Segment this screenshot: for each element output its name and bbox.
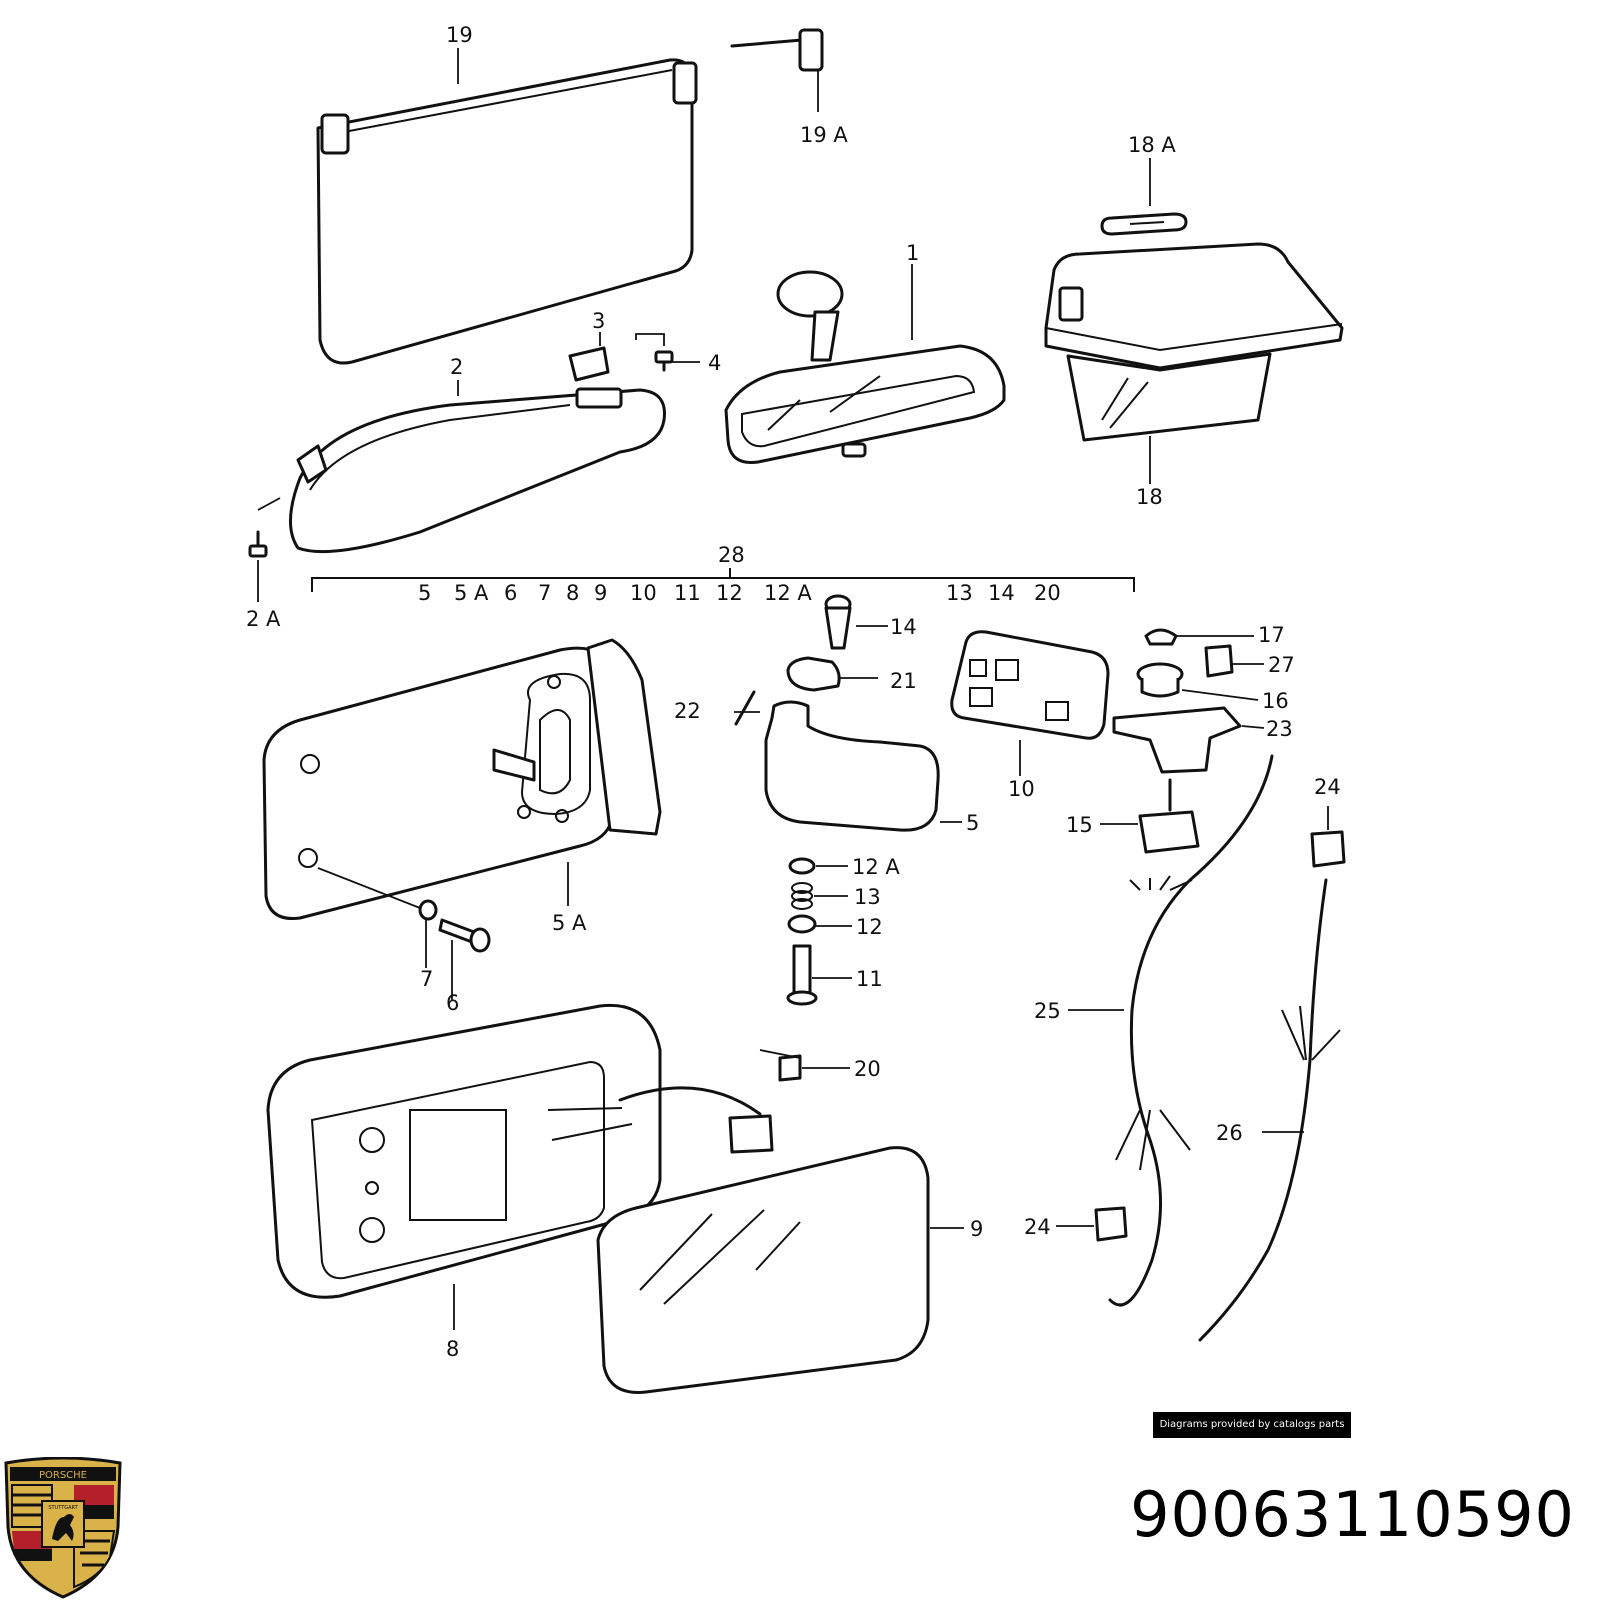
screw-20 — [778, 1054, 802, 1082]
callout-16: 16 — [1262, 689, 1289, 713]
callout-5: 5 — [966, 811, 979, 835]
kit-item: 14 — [988, 581, 1015, 605]
callout-13: 13 — [854, 885, 881, 909]
bezel-16 — [1136, 662, 1184, 698]
ring-12a — [788, 857, 816, 875]
washer-7 — [317, 867, 438, 921]
callout-27: 27 — [1268, 653, 1295, 677]
kit-item: 8 — [566, 581, 579, 605]
callout-12: 12 — [856, 915, 883, 939]
diagram-credit: Diagrams provided by catalogs parts — [1153, 1412, 1351, 1438]
callout-19a: 19 A — [800, 123, 848, 147]
callout-19: 19 — [446, 23, 473, 47]
kit-item: 10 — [630, 581, 657, 605]
kit-item: 5 A — [454, 581, 489, 605]
callout-15: 15 — [1066, 813, 1093, 837]
mirror-arm-5 — [764, 700, 940, 832]
callout-9: 9 — [970, 1217, 983, 1241]
rear-view-mirror-1 — [724, 270, 1006, 465]
knob-17 — [1144, 628, 1178, 646]
interior-light-18 — [1044, 242, 1344, 442]
callout-25: 25 — [1034, 999, 1061, 1023]
sun-visor-2 — [288, 387, 666, 554]
visor-clip-3 — [568, 346, 610, 382]
mirror-body-8 — [266, 1003, 774, 1299]
callout-7: 7 — [420, 967, 433, 991]
callout-3: 3 — [592, 309, 605, 333]
part-number: 90063110590 — [1130, 1478, 1575, 1551]
rocker-switch-27 — [1204, 644, 1234, 678]
callout-23: 23 — [1266, 717, 1293, 741]
toggle-switch-15 — [1138, 778, 1200, 854]
callout-28: 28 — [718, 543, 745, 567]
callout-4: 4 — [708, 351, 721, 375]
callout-24-bottom: 24 — [1024, 1215, 1051, 1239]
kit-item: 12 — [716, 581, 743, 605]
screw-2a — [248, 497, 281, 602]
socket-24-top — [1310, 830, 1346, 868]
clip-pin-19a — [730, 28, 824, 72]
screw-6 — [438, 918, 491, 953]
kit-item: 9 — [594, 581, 607, 605]
callout-2a: 2 A — [246, 607, 281, 631]
kit-item: 7 — [538, 581, 551, 605]
callout-12a: 12 A — [852, 855, 900, 879]
kit-item: 11 — [674, 581, 701, 605]
pivot-21 — [786, 656, 841, 692]
switch-bracket-23 — [1112, 706, 1242, 774]
callout-8: 8 — [446, 1337, 459, 1361]
mirror-glass-9 — [596, 1146, 930, 1394]
kit-item: 13 — [946, 581, 973, 605]
wiring-harness-25 — [1108, 754, 1274, 1307]
callout-20: 20 — [854, 1057, 881, 1081]
festoon-bulb-18a — [1100, 212, 1188, 236]
screw-14 — [824, 594, 852, 650]
callout-1: 1 — [906, 241, 919, 265]
crest-brand-text: PORSCHE — [39, 1470, 87, 1481]
callout-17: 17 — [1258, 623, 1285, 647]
screw-4 — [635, 333, 674, 372]
ring-12 — [787, 914, 817, 934]
callout-11: 11 — [856, 967, 883, 991]
kit-28-bracket — [311, 568, 1135, 592]
socket-24-bottom — [1094, 1206, 1128, 1242]
wiring-harness-26 — [1198, 878, 1341, 1342]
callout-18: 18 — [1136, 485, 1163, 509]
callout-26: 26 — [1216, 1121, 1243, 1145]
kit-item: 20 — [1034, 581, 1061, 605]
pin-22 — [734, 690, 756, 726]
callout-22: 22 — [674, 699, 701, 723]
kit-item: 5 — [418, 581, 431, 605]
screw-11 — [786, 944, 818, 1006]
callout-21: 21 — [890, 669, 917, 693]
callout-18a: 18 A — [1128, 133, 1176, 157]
kit-item: 6 — [504, 581, 517, 605]
callout-10: 10 — [1008, 777, 1035, 801]
callout-14: 14 — [890, 615, 917, 639]
mirror-housing-5a — [262, 638, 662, 921]
switch-panel-10 — [950, 630, 1110, 740]
spring-13 — [791, 882, 813, 910]
kit-28-contents: 5 5 A 6 7 8 9 10 11 12 12 A 13 14 20 — [418, 581, 1061, 605]
kit-item: 12 A — [764, 581, 812, 605]
callout-6: 6 — [446, 991, 459, 1015]
callout-2: 2 — [450, 355, 463, 379]
callout-5a: 5 A — [552, 911, 587, 935]
crest-city-text: STUTTGART — [48, 1505, 78, 1511]
callout-24-top: 24 — [1314, 775, 1341, 799]
porsche-crest-logo: PORSCHE STUTTGART — [4, 1457, 122, 1599]
sun-visor-19 — [316, 58, 698, 365]
leader-lines — [425, 48, 1329, 1330]
